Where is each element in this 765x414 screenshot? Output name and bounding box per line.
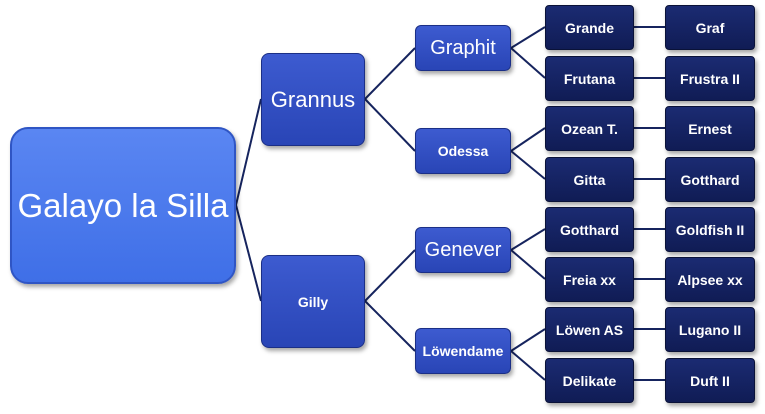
level3-node: Frutana — [545, 56, 634, 101]
connector-line — [364, 98, 416, 152]
level3-node: Löwen AS — [545, 307, 634, 352]
connector-line — [510, 249, 546, 280]
level4-node: Gotthard — [665, 157, 755, 202]
level4-node: Frustra II — [665, 56, 755, 101]
level3-node: Gotthard — [545, 207, 634, 252]
connector-line — [364, 300, 416, 352]
level4-node: Duft II — [665, 358, 755, 403]
root-node: Galayo la Silla — [10, 127, 236, 284]
level4-node: Graf — [665, 5, 755, 50]
connector-line — [235, 98, 262, 206]
connector-line — [510, 26, 546, 49]
level2-node: Löwendame — [415, 328, 511, 374]
level2-node: Genever — [415, 227, 511, 273]
level3-node: Freia xx — [545, 257, 634, 302]
connector-line — [510, 328, 546, 352]
connector-line — [364, 47, 416, 100]
connector-line — [510, 47, 546, 79]
connector-line — [510, 127, 546, 152]
level4-node: Ernest — [665, 106, 755, 151]
connector-line — [510, 150, 546, 180]
connector-line — [510, 228, 546, 251]
level4-node: Goldfish II — [665, 207, 755, 252]
level3-node: Delikate — [545, 358, 634, 403]
level3-node: Ozean T. — [545, 106, 634, 151]
connector-line — [510, 350, 546, 381]
level4-node: Lugano II — [665, 307, 755, 352]
level2-node: Odessa — [415, 128, 511, 174]
level3-node: Grande — [545, 5, 634, 50]
connector-line — [235, 204, 262, 302]
connector-line — [364, 249, 416, 302]
level4-node: Alpsee xx — [665, 257, 755, 302]
sire-node: Grannus — [261, 53, 365, 146]
level3-node: Gitta — [545, 157, 634, 202]
level2-node: Graphit — [415, 25, 511, 71]
dam-node: Gilly — [261, 255, 365, 348]
